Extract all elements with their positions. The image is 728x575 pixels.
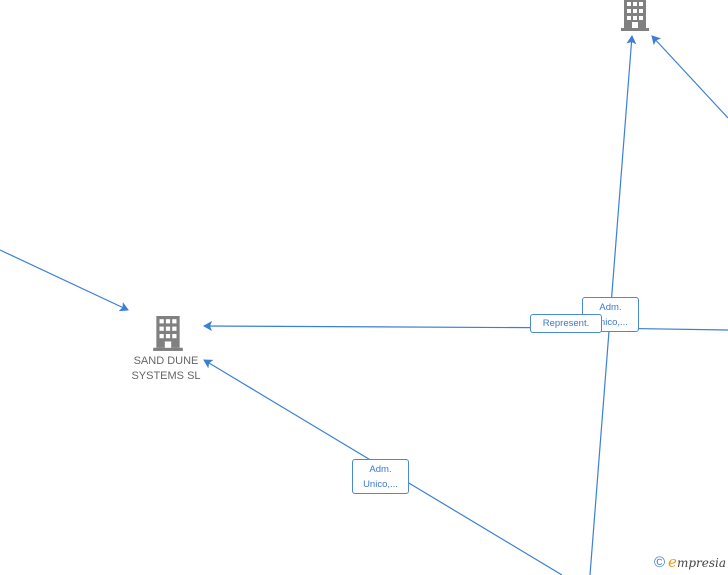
building-icon[interactable] xyxy=(151,316,185,352)
edge-represent[interactable] xyxy=(203,321,728,332)
edge-left-to-sand-dune[interactable] xyxy=(0,249,129,312)
edge-label-represent[interactable]: Represent. xyxy=(530,314,602,333)
brand-e: e xyxy=(668,553,677,571)
brand-name: mpresia xyxy=(676,556,726,570)
building-icon[interactable] xyxy=(619,0,651,32)
sand-dune-label[interactable]: SAND DUNE SYSTEMS SL xyxy=(131,355,201,382)
edge-right-to-top-company[interactable] xyxy=(651,35,728,119)
edge-label-adm-unico-bottom[interactable]: Adm. Unico,... xyxy=(352,459,409,494)
empresia-logo: © empresia xyxy=(654,553,726,571)
copyright-icon: © xyxy=(653,553,666,571)
